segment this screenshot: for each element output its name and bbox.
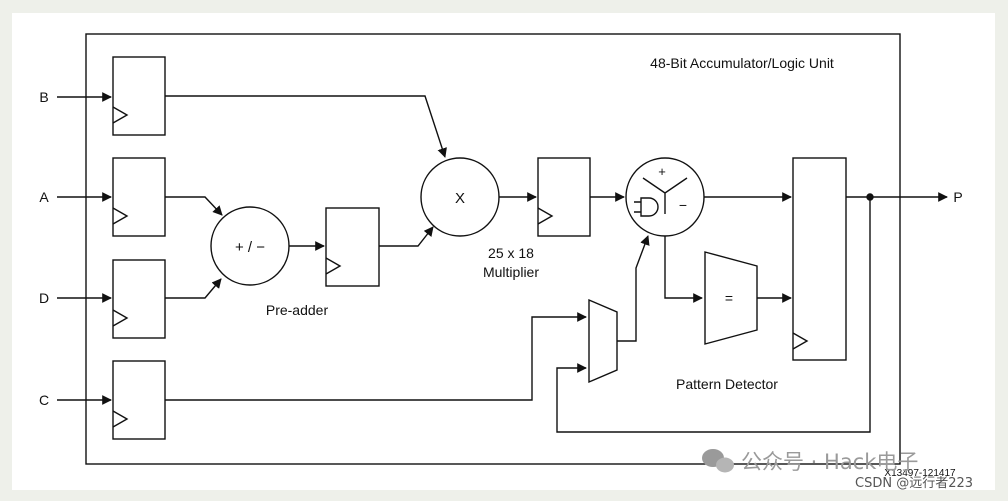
register-c xyxy=(112,360,166,440)
register-b xyxy=(112,56,166,136)
alu-branch-icon xyxy=(642,177,688,214)
wire-d-preadder xyxy=(165,278,222,299)
register-output xyxy=(792,157,847,361)
pattern-detector-label: Pattern Detector xyxy=(676,376,778,392)
multiplier-label-line2: Multiplier xyxy=(483,264,539,280)
watermark-text: 公众号 · Hack电子 xyxy=(741,450,918,474)
watermark-credit: CSDN @远行者223 xyxy=(855,476,973,491)
watermark: 公众号 · Hack电子 CSDN @远行者223 xyxy=(702,449,973,491)
pre-adder-label: Pre-adder xyxy=(266,302,329,318)
figure-id: X13497-121417 xyxy=(884,468,956,479)
input-label-d: D xyxy=(39,290,49,306)
multiplier-symbol: X xyxy=(455,190,465,207)
input-label-b: B xyxy=(39,89,48,105)
mux-shape xyxy=(588,298,618,384)
wire-mux-alu xyxy=(617,235,650,342)
register-d xyxy=(112,259,166,339)
register-multiplier xyxy=(537,157,591,237)
pre-adder-symbol: + / − xyxy=(235,239,265,256)
output-label-p: P xyxy=(953,189,962,205)
wire-alu-comparator xyxy=(664,236,703,303)
wire-b-multiplier xyxy=(165,95,447,158)
block-title: 48-Bit Accumulator/Logic Unit xyxy=(650,55,834,71)
comparator-shape xyxy=(704,251,758,345)
alu-plus-sign: + xyxy=(658,164,666,179)
alu-minus-sign: − xyxy=(679,197,687,213)
wire-c-mux xyxy=(165,312,587,401)
accumulator-block-outline xyxy=(85,33,901,465)
wire-preadder-multiplier xyxy=(379,226,434,247)
register-a xyxy=(112,157,166,237)
wire-a-preadder xyxy=(165,196,223,216)
input-label-a: A xyxy=(39,189,49,205)
input-label-c: C xyxy=(39,392,49,408)
register-preadder xyxy=(325,207,380,287)
wechat-icon xyxy=(702,449,734,473)
multiplier-label-line1: 25 x 18 xyxy=(488,245,534,261)
comparator-symbol: = xyxy=(725,290,733,306)
wire-feedback xyxy=(556,197,871,433)
and-gate-icon xyxy=(634,197,659,217)
